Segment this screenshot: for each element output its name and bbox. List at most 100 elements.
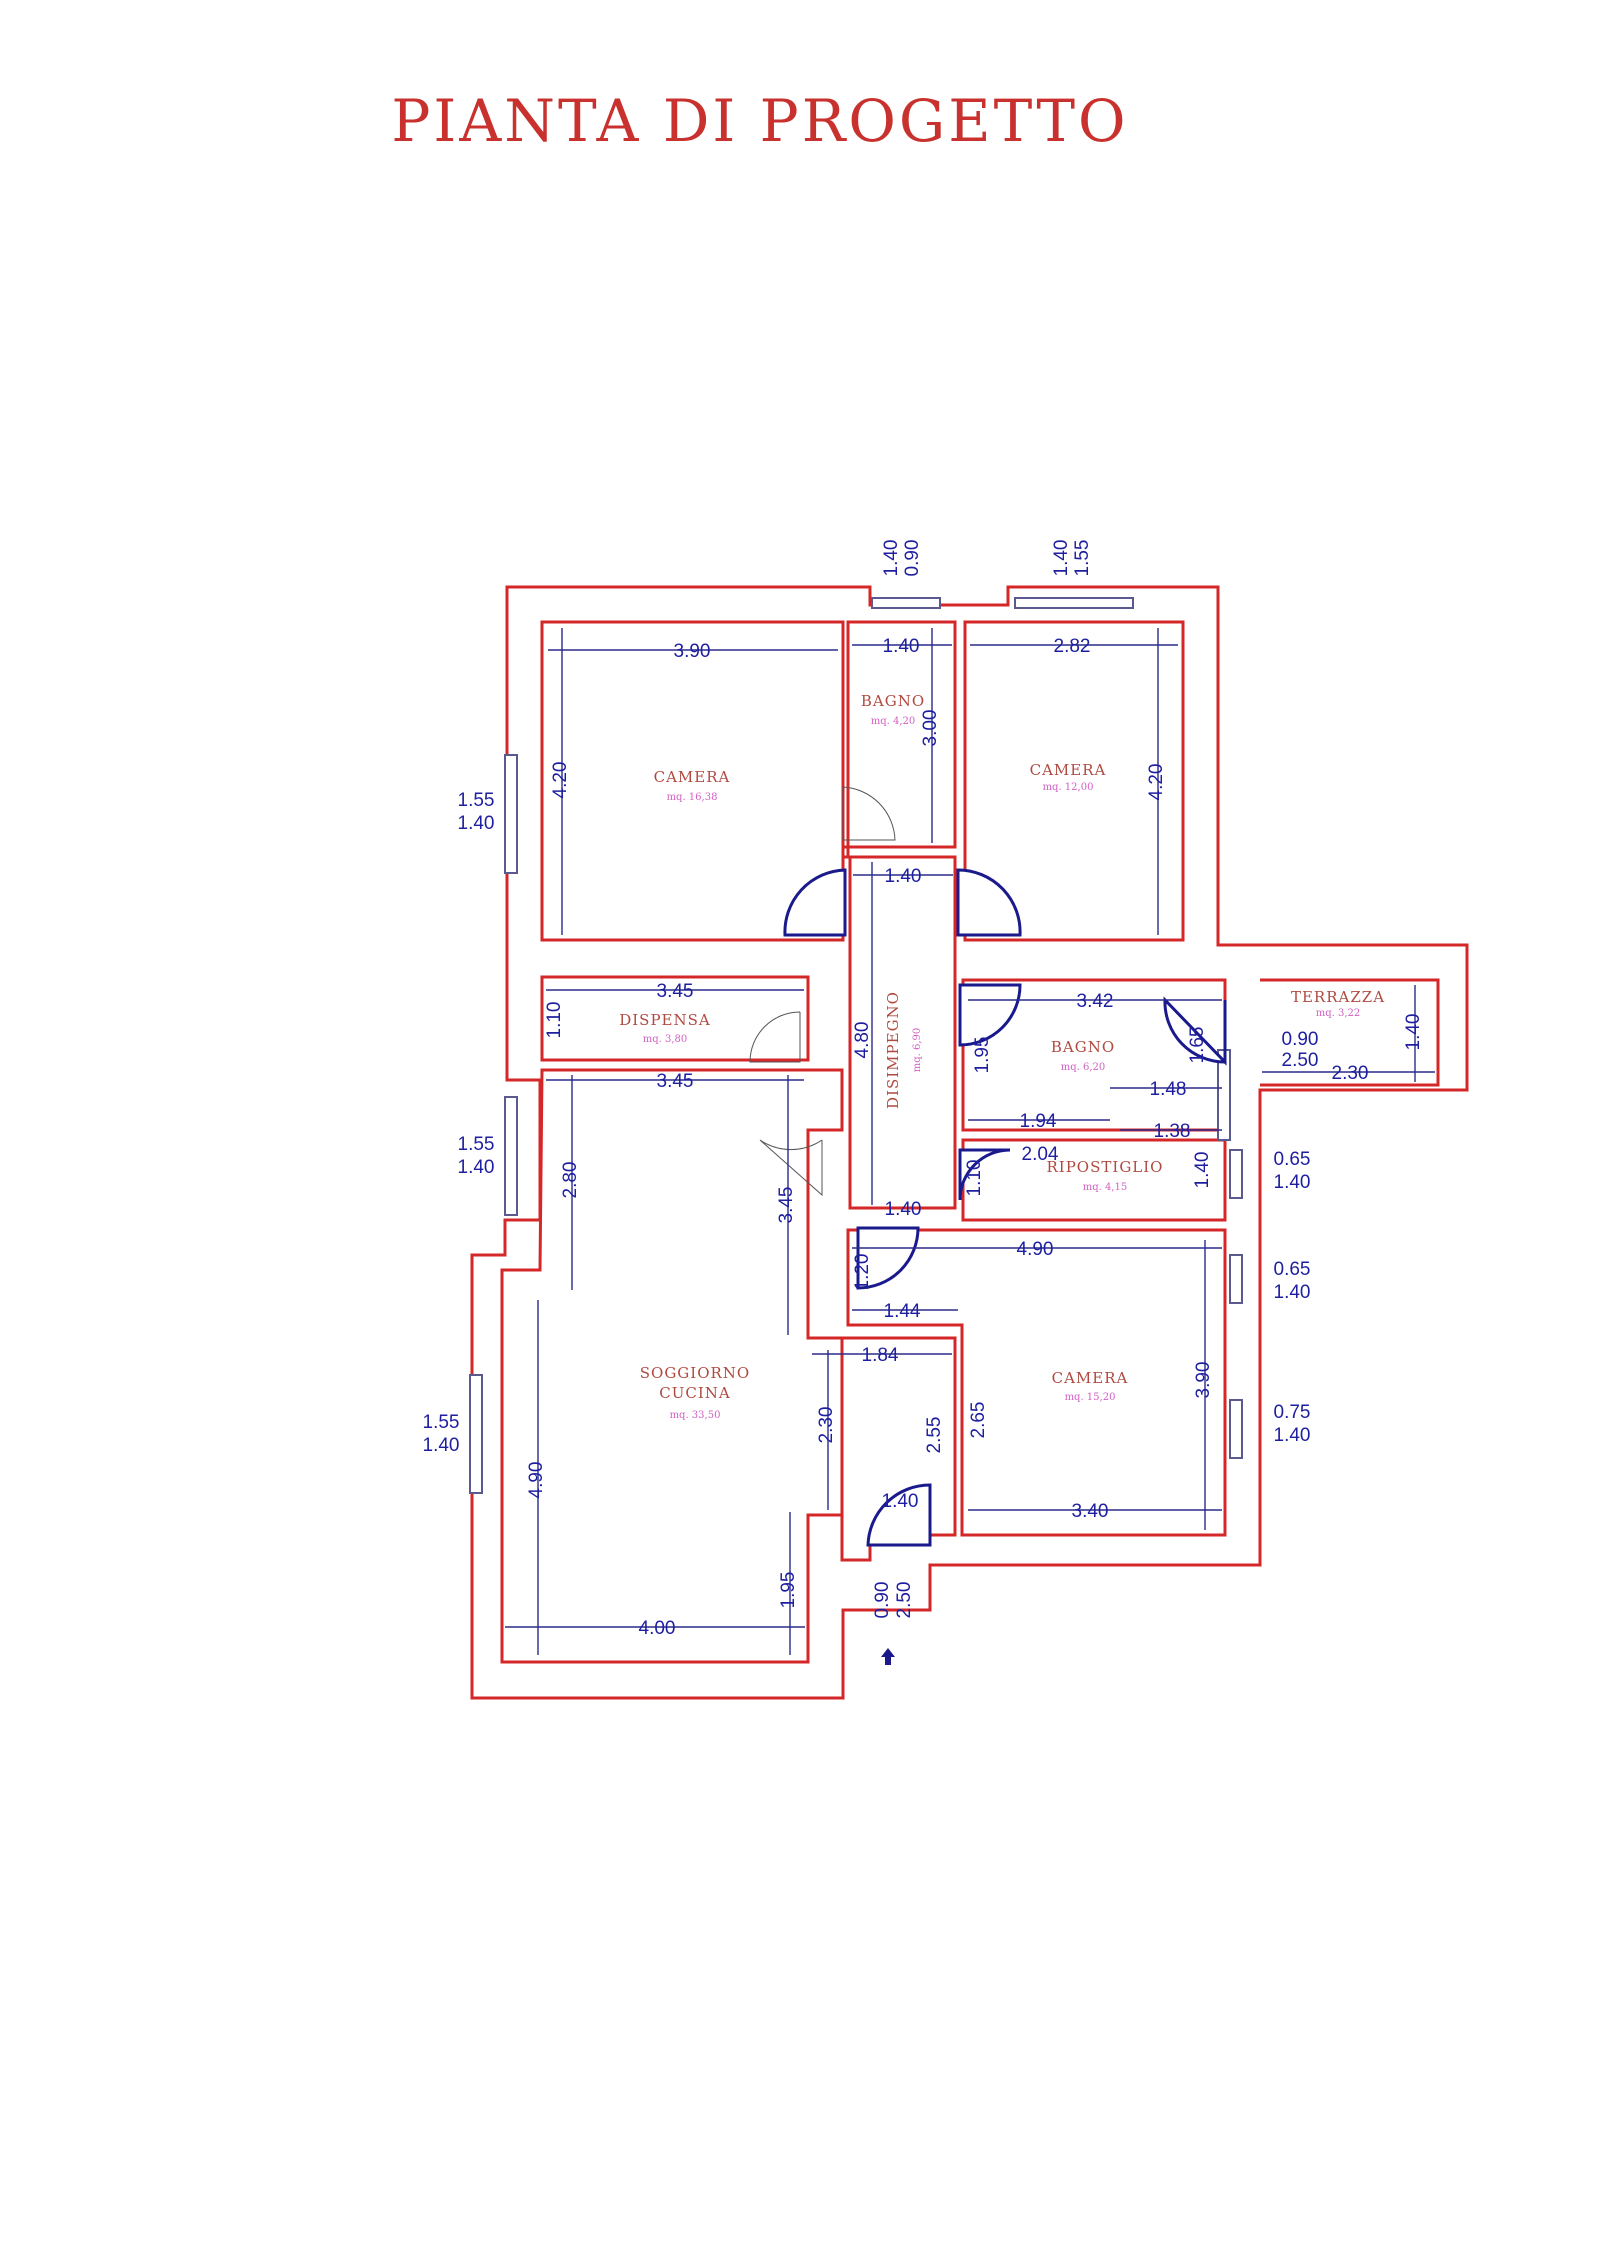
room-terrazza-name: TERRAZZA (1291, 988, 1385, 1006)
camera1-wall (540, 620, 845, 942)
door-ripostiglio (958, 1148, 1011, 1201)
window-soggiorno2 (469, 1374, 483, 1494)
win-left3-b: 1.40 (423, 1435, 460, 1456)
door-soggiorno (759, 1139, 823, 1197)
dim-c3-h: 3.90 (1193, 1362, 1214, 1399)
dim-dis-bot: 1.40 (885, 1199, 922, 1220)
window-camera1 (504, 754, 518, 874)
win-left1-a: 1.55 (458, 790, 495, 811)
dim-c3-h2: 2.65 (968, 1402, 989, 1439)
win-rip-b: 1.40 (1274, 1172, 1311, 1193)
dim-sog-w2: 1.84 (862, 1345, 899, 1366)
room-camera3-name: CAMERA (1052, 1369, 1129, 1387)
dim-c1-w: 3.90 (674, 641, 711, 662)
room-ripostiglio-area: mq. 4,15 (1083, 1182, 1128, 1193)
win-top1-a: 0.90 (902, 540, 923, 577)
dim-disp-w: 3.45 (657, 981, 694, 1002)
outer-wall (470, 585, 1469, 1700)
dim-b2-w2: 1.94 (1020, 1111, 1057, 1132)
win-left2-a: 1.55 (458, 1134, 495, 1155)
door-camera2 (956, 868, 1022, 937)
room-terrazza-area: mq. 3,22 (1316, 1008, 1361, 1019)
entry-a: 0.90 (872, 1582, 893, 1619)
door-dispensa (749, 1011, 801, 1063)
window-ripostiglio (1229, 1149, 1243, 1199)
camera2-wall (963, 620, 1185, 942)
room-soggiorno-name: SOGGIORNO (640, 1364, 750, 1382)
door-bagno1 (842, 786, 896, 841)
room-bagno1-name: BAGNO (861, 692, 925, 710)
win-terr-a: 0.90 (1282, 1029, 1319, 1050)
room-camera3-area: mq. 15,20 (1065, 1392, 1116, 1403)
win-c3b-b: 1.40 (1274, 1425, 1311, 1446)
dim-b2-h2: 1.65 (1187, 1027, 1208, 1064)
dim-sog-h4: 1.95 (778, 1572, 799, 1609)
room-bagno1-area: mq. 4,20 (871, 716, 916, 727)
dispensa-wall (540, 975, 810, 1062)
window-bagno1 (871, 597, 941, 609)
room-dispensa-area: mq. 3,80 (643, 1034, 688, 1045)
dim-sog-h3: 4.90 (526, 1462, 547, 1499)
camera3-wall (846, 1228, 1227, 1537)
dim-c1-h: 4.20 (550, 762, 571, 799)
dimension-lines (505, 628, 1435, 1655)
bagno1-wall (841, 620, 957, 859)
plan-title: PIANTA DI PROGETTO (391, 87, 1129, 155)
window-camera2 (1014, 597, 1134, 609)
room-camera2-name: CAMERA (1030, 761, 1107, 779)
win-rip-a: 0.65 (1274, 1149, 1311, 1170)
door-camera1 (783, 868, 847, 937)
win-top2-b: 1.40 (1051, 540, 1072, 577)
win-left1-b: 1.40 (458, 813, 495, 834)
dim-b2-w3: 1.48 (1150, 1079, 1187, 1100)
dim-rip-h2: 1.40 (1192, 1152, 1213, 1189)
dim-dis-h: 4.80 (852, 1022, 873, 1059)
dim-c2-h: 4.20 (1146, 764, 1167, 801)
room-labels: CAMERA mq. 16,38 BAGNO mq. 4,20 CAMERA m… (619, 692, 1385, 1421)
ripostiglio-wall (961, 1138, 1227, 1222)
room-dispensa-name: DISPENSA (619, 1011, 711, 1029)
dim-b2-h: 1.95 (972, 1037, 993, 1074)
room-soggiorno-name2: CUCINA (659, 1384, 730, 1402)
win-left2-b: 1.40 (458, 1157, 495, 1178)
dim-terr-h: 1.40 (1403, 1014, 1424, 1051)
dim-b1-h: 3.00 (920, 710, 941, 747)
win-top2-a: 1.55 (1072, 540, 1093, 577)
win-c3a-a: 0.65 (1274, 1259, 1311, 1280)
window-soggiorno1 (504, 1096, 518, 1216)
door-bagno2-terrazza (1163, 996, 1227, 1066)
dim-sog-w: 4.00 (639, 1618, 676, 1639)
room-camera1-area: mq. 16,38 (667, 792, 718, 803)
dim-corr-w: 1.44 (884, 1301, 921, 1322)
room-bagno2-area: mq. 6,20 (1061, 1062, 1106, 1073)
dim-sog-h5: 2.30 (816, 1407, 837, 1444)
dim-sog-h1: 2.80 (560, 1162, 581, 1199)
dim-rip-w: 1.38 (1154, 1121, 1191, 1142)
dim-sog-top: 3.45 (657, 1071, 694, 1092)
dim-entry-w: 1.40 (882, 1491, 919, 1512)
dim-c3-w: 4.90 (1017, 1239, 1054, 1260)
disimpegno-wall (848, 855, 957, 1210)
window-terrazza (1217, 1049, 1231, 1141)
door-bagno2 (958, 983, 1022, 1047)
dim-corr-h: 1.20 (852, 1254, 873, 1291)
doors (749, 786, 1227, 1665)
dim-dis-top: 1.40 (885, 866, 922, 887)
window-camera3-a (1229, 1254, 1243, 1304)
dim-c3-w2: 3.40 (1072, 1501, 1109, 1522)
win-top1-b: 1.40 (881, 540, 902, 577)
walls (470, 585, 1469, 1700)
dim-b1-w: 1.40 (883, 636, 920, 657)
door-camera3 (856, 1226, 920, 1290)
room-bagno2-name: BAGNO (1051, 1038, 1115, 1056)
dimension-labels: 3.90 4.20 1.40 3.00 2.82 4.20 1.40 4.80 … (423, 540, 1424, 1639)
window-camera3-b (1229, 1399, 1243, 1459)
dim-sog-h2: 3.45 (776, 1187, 797, 1224)
entry-arrow-icon (881, 1648, 895, 1665)
terrazza-wall (1260, 978, 1440, 1087)
room-soggiorno-area: mq. 33,50 (670, 1410, 721, 1421)
dim-b2-w: 3.42 (1077, 991, 1114, 1012)
dim-c2-w: 2.82 (1054, 636, 1091, 657)
dim-rip-h: 1.10 (964, 1160, 985, 1197)
